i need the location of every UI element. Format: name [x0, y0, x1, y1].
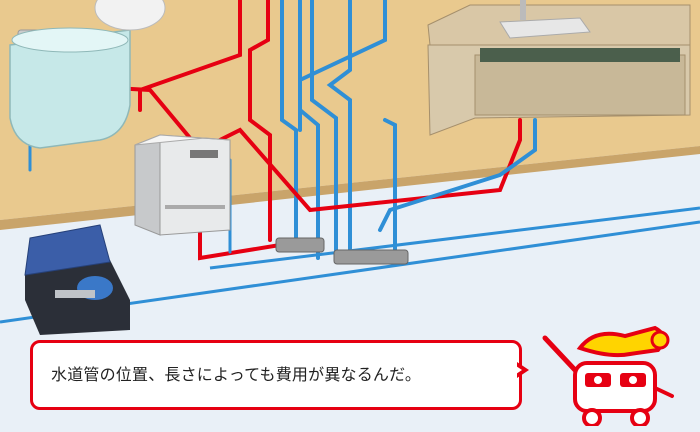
mascot-icon — [542, 325, 674, 426]
speech-bubble-tail-inner — [516, 366, 522, 374]
kitchen-sink-icon — [427, 0, 691, 136]
water-heater-icon — [134, 134, 231, 236]
water-meter-box-icon — [24, 224, 130, 335]
toilet-icon — [94, 0, 166, 31]
bathtub-icon — [9, 27, 131, 149]
pipe-header-icon — [275, 237, 409, 265]
caption-text: 水道管の位置、長さによっても費用が異なるんだ。 — [51, 365, 422, 384]
speech-bubble: 水道管の位置、長さによっても費用が異なるんだ。 — [30, 340, 522, 410]
